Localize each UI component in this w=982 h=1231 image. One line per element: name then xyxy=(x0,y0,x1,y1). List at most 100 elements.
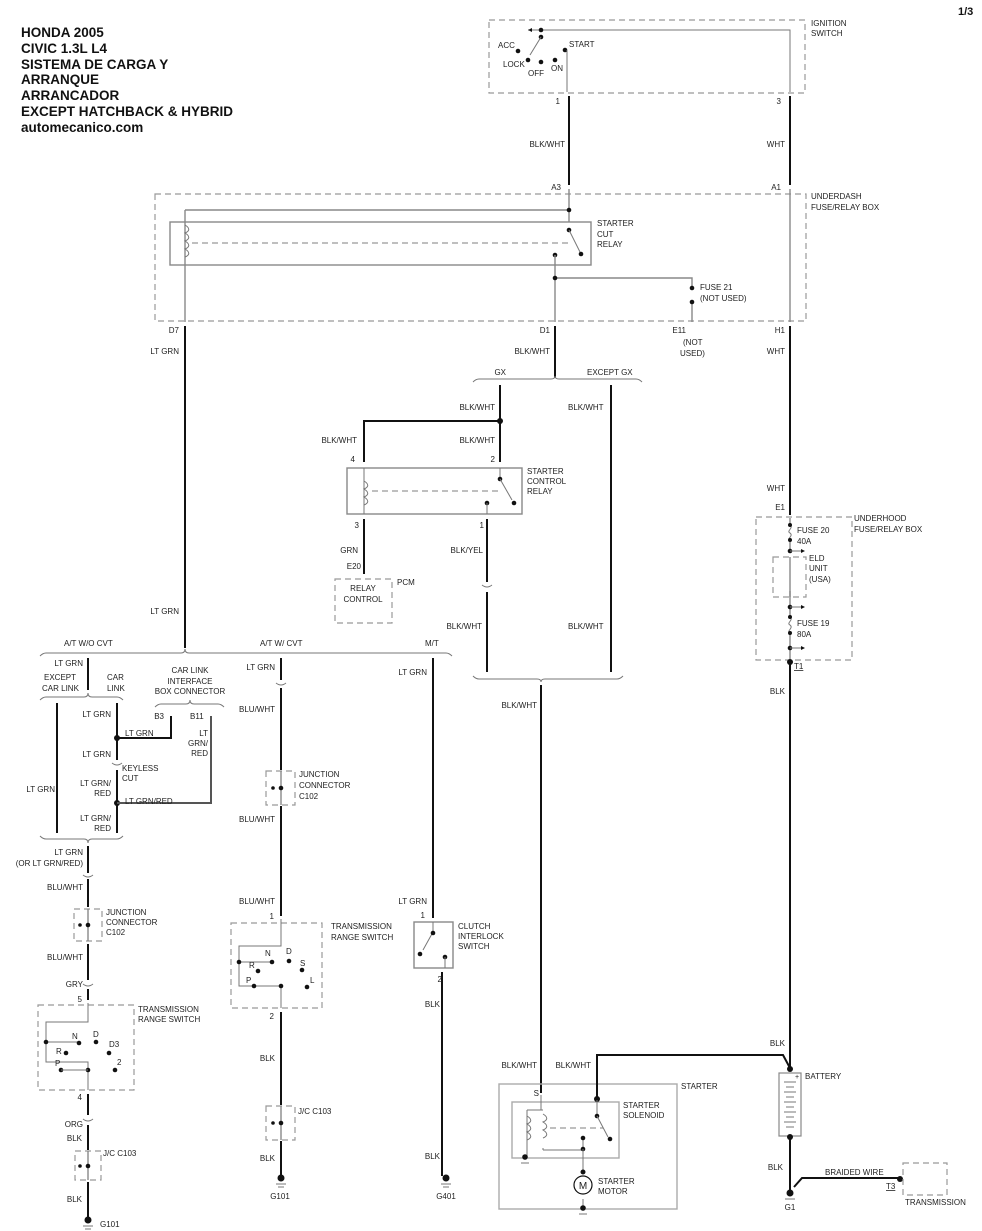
branch-label: M/T xyxy=(425,639,439,648)
wire-color-label: BLK/WHT xyxy=(514,347,550,356)
pin-label: 1 xyxy=(480,521,485,530)
pcm-relay-control: PCM RELAY CONTROL xyxy=(334,578,415,624)
wire-color-label: LT GRN xyxy=(150,347,179,356)
positive-terminal-label: + xyxy=(795,1074,799,1081)
fuse-19-rating: 80A xyxy=(797,630,812,639)
wire-color-label: BLK/WHT xyxy=(529,140,565,149)
gear-position-label: R xyxy=(249,961,255,970)
pin-label: B11 xyxy=(190,712,204,721)
wire-color-label: BLK/YEL xyxy=(451,546,484,555)
wire-color-label: BLK/WHT xyxy=(501,1061,537,1070)
option-label: CAR xyxy=(107,673,124,682)
option-label: EXCEPT xyxy=(44,673,76,682)
transmission-range-switch-label: RANGE SWITCH xyxy=(138,1015,200,1024)
gear-position-label: D3 xyxy=(109,1040,120,1049)
wire-color-label: BLK xyxy=(260,1054,276,1063)
option-label: GX xyxy=(494,368,506,377)
starter-cut-relay-label: RELAY xyxy=(597,240,623,249)
transmission-range-switch-label: RANGE SWITCH xyxy=(331,933,393,942)
gear-position-label: D xyxy=(286,947,292,956)
gear-position-label: L xyxy=(310,976,315,985)
car-link-connector-label: INTERFACE xyxy=(168,677,213,686)
underhood-box-label: FUSE/RELAY BOX xyxy=(854,525,923,534)
mt-branch: LT GRN LT GRN 1 CLUTCH INTERLOCK SWITCH … xyxy=(398,658,504,1201)
starter-control-relay-label: RELAY xyxy=(527,487,553,496)
gear-position-label: 2 xyxy=(117,1058,122,1067)
battery: BLK BATTERY + BLK BRAIDED WIRE T3 TRANSM… xyxy=(768,1039,966,1212)
wire-color-label: WHT xyxy=(767,347,785,356)
underdash-fuse-relay-box: A3 A1 UNDERDASH FUSE/RELAY BOX STARTER C… xyxy=(154,183,880,358)
wire-color-label: LT GRN xyxy=(125,729,154,738)
starter-label: STARTER xyxy=(681,1082,718,1091)
wire-color-label: LT GRN xyxy=(150,607,179,616)
terminal-label: S xyxy=(534,1089,539,1098)
clutch-interlock-switch-label: SWITCH xyxy=(458,942,490,951)
fuse-20-icon xyxy=(788,524,792,541)
junction-connector-label: C102 xyxy=(106,928,126,937)
title-line: EXCEPT HATCHBACK & HYBRID xyxy=(21,103,234,119)
acc-position-label: ACC xyxy=(498,41,515,50)
eld-unit-label: UNIT xyxy=(809,564,828,573)
ignition-switch: IGNITION SWITCH ACC START LOCK OFF ON 1 … xyxy=(488,19,847,106)
wire-color-label: LT xyxy=(199,729,208,738)
pin-label: 4 xyxy=(351,455,356,464)
eld-unit-label: ELD xyxy=(809,554,825,563)
wire-color-label: (OR LT GRN/RED) xyxy=(16,859,84,868)
wire-color-label: BLK/WHT xyxy=(555,1061,591,1070)
fuse-19-label: FUSE 19 xyxy=(797,619,830,628)
braided-wire-label: BRAIDED WIRE xyxy=(825,1168,884,1177)
starter-control-relay-label: STARTER xyxy=(527,467,564,476)
junction-connector-label: JUNCTION xyxy=(106,908,147,917)
relay-control-label: CONTROL xyxy=(343,595,383,604)
wire-blk-wht xyxy=(596,1054,791,1098)
starter-solenoid-label: SOLENOID xyxy=(623,1111,665,1120)
gear-position-label: P xyxy=(246,976,251,985)
starter-motor-label: MOTOR xyxy=(598,1187,628,1196)
title-line: HONDA 2005 xyxy=(21,25,104,40)
transmission-range-switch xyxy=(37,1004,135,1091)
car-link-connector-label: BOX CONNECTOR xyxy=(155,687,226,696)
wire-color-label: ORG xyxy=(65,1120,83,1129)
ground-g101-icon xyxy=(84,1216,92,1224)
fuse-21-label: (NOT USED) xyxy=(700,294,747,303)
option-label: EXCEPT GX xyxy=(587,368,633,377)
gear-position-label: R xyxy=(56,1047,62,1056)
transmission-ground xyxy=(902,1162,948,1196)
wire-color-label: LT GRN/RED xyxy=(125,797,173,806)
wire-color-label: LT GRN xyxy=(82,710,111,719)
pcm-label: PCM xyxy=(397,578,415,587)
jc-c103-label: J/C C103 xyxy=(103,1149,137,1158)
underdash-box-label: FUSE/RELAY BOX xyxy=(811,203,880,212)
pin-label: 5 xyxy=(78,995,83,1004)
terminal-label: T1 xyxy=(794,662,804,671)
option-label: LINK xyxy=(107,684,125,693)
car-link-connector-label: CAR LINK xyxy=(172,666,210,675)
wire-color-label: BLK xyxy=(425,1152,441,1161)
clutch-interlock-switch-label: INTERLOCK xyxy=(458,932,504,941)
pin-label: 2 xyxy=(270,1012,275,1021)
wire-color-label: BLK/WHT xyxy=(321,436,357,445)
not-used-label: USED) xyxy=(680,349,705,358)
wire-color-label: LT GRN xyxy=(246,663,275,672)
terminal-label: E20 xyxy=(347,562,362,571)
wire-color-label: BLK xyxy=(425,1000,441,1009)
terminal-label: T3 xyxy=(886,1182,896,1191)
splice-bracket xyxy=(472,675,624,683)
starter-motor-label: STARTER xyxy=(598,1177,635,1186)
wire xyxy=(363,519,488,672)
wire-color-label: GRN xyxy=(340,546,358,555)
starter-cut-relay-label: STARTER xyxy=(597,219,634,228)
starter-control-relay-label: CONTROL xyxy=(527,477,567,486)
wire-color-label: LT GRN xyxy=(26,785,55,794)
wire-color-label: GRY xyxy=(66,980,84,989)
fuse-20-rating: 40A xyxy=(797,537,812,546)
fuse-20-label: FUSE 20 xyxy=(797,526,830,535)
gear-position-label: P xyxy=(55,1059,60,1068)
ground-label: G101 xyxy=(270,1192,290,1201)
terminal-label: A3 xyxy=(551,183,561,192)
fuse-21-label: FUSE 21 xyxy=(700,283,733,292)
eld-unit-label: (USA) xyxy=(809,575,831,584)
ground-g101-icon xyxy=(277,1174,285,1182)
wire-color-label: BLU/WHT xyxy=(47,883,83,892)
